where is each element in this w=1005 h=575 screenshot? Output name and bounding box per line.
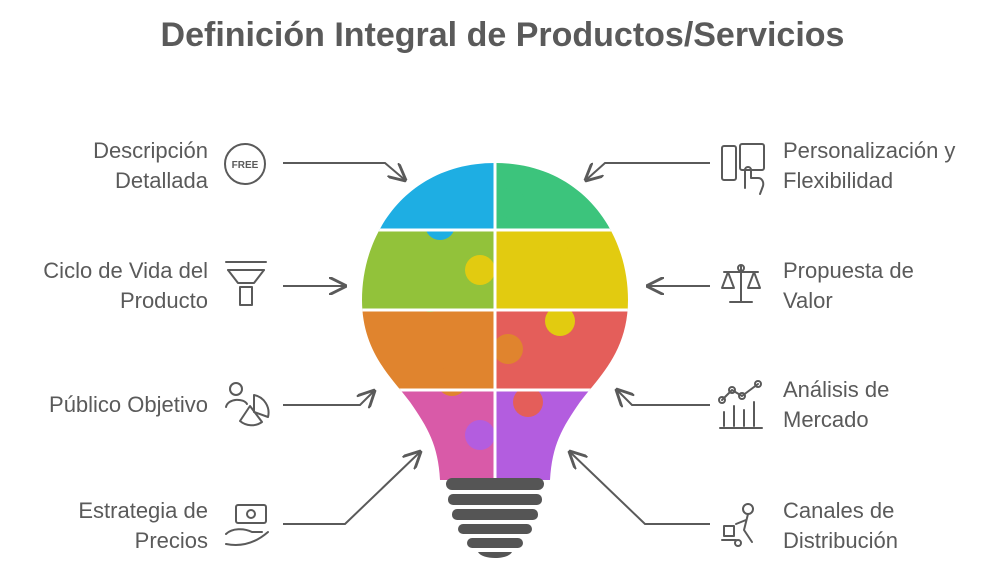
funnel-icon bbox=[225, 261, 267, 306]
arrow-canales bbox=[570, 452, 710, 525]
arrow-descripcion bbox=[283, 162, 405, 180]
trend-chart-icon bbox=[718, 380, 763, 429]
label-publico-objetivo: Público Objetivo bbox=[49, 392, 208, 417]
page-title: Definición Integral de Productos/Servici… bbox=[160, 16, 845, 54]
connector-arrows bbox=[283, 162, 710, 525]
arrow-precios bbox=[283, 452, 420, 525]
arrow-publico bbox=[283, 391, 374, 405]
money-hand-icon bbox=[225, 504, 269, 546]
puzzle-knob bbox=[513, 387, 543, 417]
free-tag-icon: FREE bbox=[224, 143, 266, 185]
label-analisis-mercado: Análisis de Mercado bbox=[783, 377, 890, 432]
puzzle-knob bbox=[465, 420, 495, 450]
label-canales-distribucion: Canales de Distribución bbox=[783, 498, 898, 553]
puzzle-piece-mid-right bbox=[495, 230, 628, 310]
puzzle-knob bbox=[465, 255, 495, 285]
bulb-base bbox=[446, 478, 544, 558]
label-personalizacion: Personalización y Flexibilidad bbox=[783, 138, 956, 193]
arrow-personalizacion bbox=[586, 162, 710, 180]
puzzle-knob bbox=[493, 334, 523, 364]
puzzle-knob bbox=[495, 188, 525, 218]
scale-icon bbox=[721, 264, 761, 303]
audience-pie-icon bbox=[225, 382, 270, 427]
puzzle-seams bbox=[362, 163, 628, 480]
delivery-trolley-icon bbox=[721, 503, 754, 547]
puzzle-bulb bbox=[362, 163, 628, 480]
label-ciclo-de-vida: Ciclo de Vida del Producto bbox=[43, 258, 208, 313]
puzzle-knob bbox=[538, 230, 568, 260]
puzzle-knob bbox=[425, 210, 455, 240]
puzzle-knob bbox=[545, 306, 575, 336]
label-estrategia-precios: Estrategia de Precios bbox=[78, 498, 208, 553]
devices-touch-icon bbox=[721, 143, 765, 195]
puzzle-piece-low-left bbox=[362, 310, 495, 390]
puzzle-knob bbox=[415, 282, 445, 312]
label-descripcion-detallada: Descripción Detallada bbox=[93, 138, 208, 193]
arrow-analisis bbox=[617, 390, 710, 405]
label-propuesta-valor: Propuesta de Valor bbox=[783, 258, 914, 313]
svg-text:FREE: FREE bbox=[232, 160, 259, 171]
